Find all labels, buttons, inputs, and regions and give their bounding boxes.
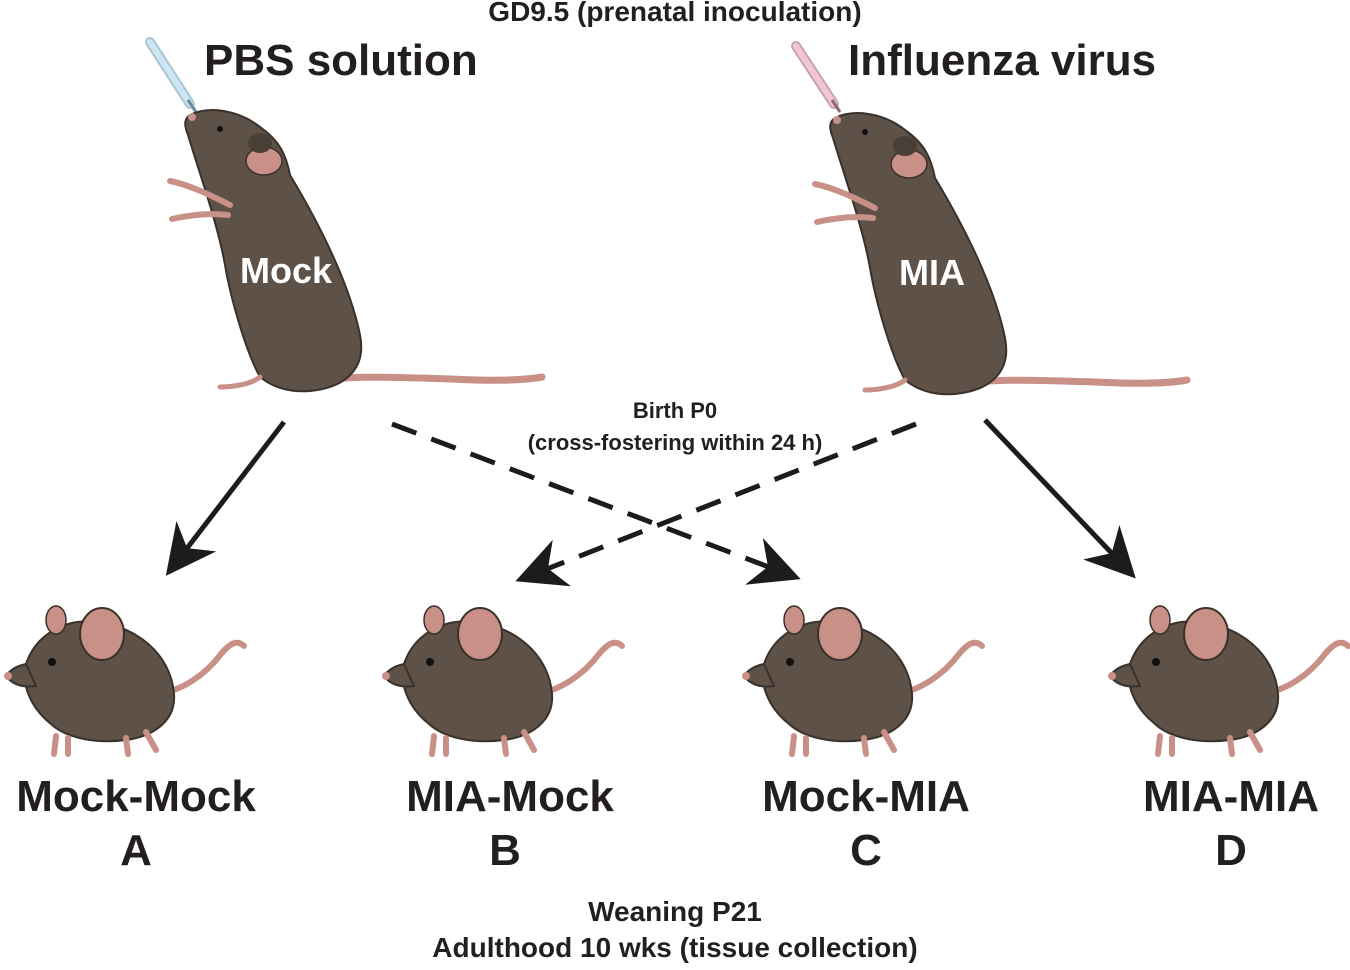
- dam-body-label-mock: Mock: [239, 250, 333, 291]
- pup-mouse-c: [742, 606, 982, 754]
- pipette-icon-left: [145, 37, 198, 113]
- cross-fostering-label: (cross-fostering within 24 h): [527, 430, 823, 455]
- dam-mouse-mock: [170, 110, 542, 391]
- arrow-mock-to-mock-mia: [391, 421, 801, 585]
- arrow-mia-to-mia-mia: [983, 418, 1136, 579]
- treatment-label-pbs: PBS solution: [204, 36, 478, 85]
- birth-label: Birth P0: [632, 398, 718, 423]
- arrow-mock-to-mock-mock: [165, 420, 286, 576]
- group-letter-a: A: [120, 826, 152, 875]
- group-letter-c: C: [850, 826, 882, 875]
- group-name-c: Mock-MIA: [762, 772, 970, 821]
- pup-mouse-d: [1108, 606, 1348, 754]
- adulthood-label: Adulthood 10 wks (tissue collection): [432, 932, 918, 963]
- dam-mouse-mia: [815, 113, 1187, 394]
- group-name-d: MIA-MIA: [1143, 772, 1319, 821]
- group-name-b: MIA-Mock: [406, 772, 614, 821]
- pipette-icon-right: [791, 41, 842, 113]
- group-name-a: Mock-Mock: [16, 772, 256, 821]
- dam-body-label-mia: MIA: [899, 252, 965, 293]
- group-letter-b: B: [489, 826, 521, 875]
- weaning-label: Weaning P21: [588, 896, 762, 927]
- arrow-mia-to-mia-mock: [515, 421, 917, 587]
- pup-mouse-b: [382, 606, 622, 754]
- treatment-label-influenza: Influenza virus: [848, 36, 1157, 85]
- pup-mouse-a: [4, 606, 244, 754]
- timepoint-title: GD9.5 (prenatal inoculation): [488, 0, 862, 27]
- group-letter-d: D: [1215, 826, 1247, 875]
